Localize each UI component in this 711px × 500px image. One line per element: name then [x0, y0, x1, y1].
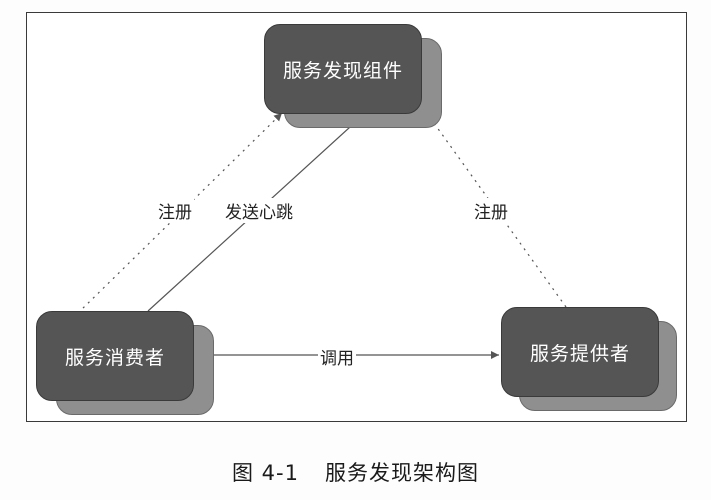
- edge-label-provider-register: 注册: [472, 198, 510, 223]
- figure-caption: 图 4-1 服务发现架构图: [0, 457, 711, 487]
- node-label: 服务提供者: [501, 307, 659, 397]
- edge-consumer-register: [77, 112, 283, 314]
- figure-number: 图 4-1: [232, 461, 299, 485]
- edge-label-invoke: 调用: [318, 344, 356, 369]
- node-label: 服务发现组件: [264, 24, 422, 114]
- edge-label-consumer-register: 注册: [156, 198, 194, 223]
- edge-label-heartbeat: 发送心跳: [223, 198, 295, 223]
- node-label: 服务消费者: [36, 311, 194, 401]
- figure-title: 服务发现架构图: [324, 461, 479, 485]
